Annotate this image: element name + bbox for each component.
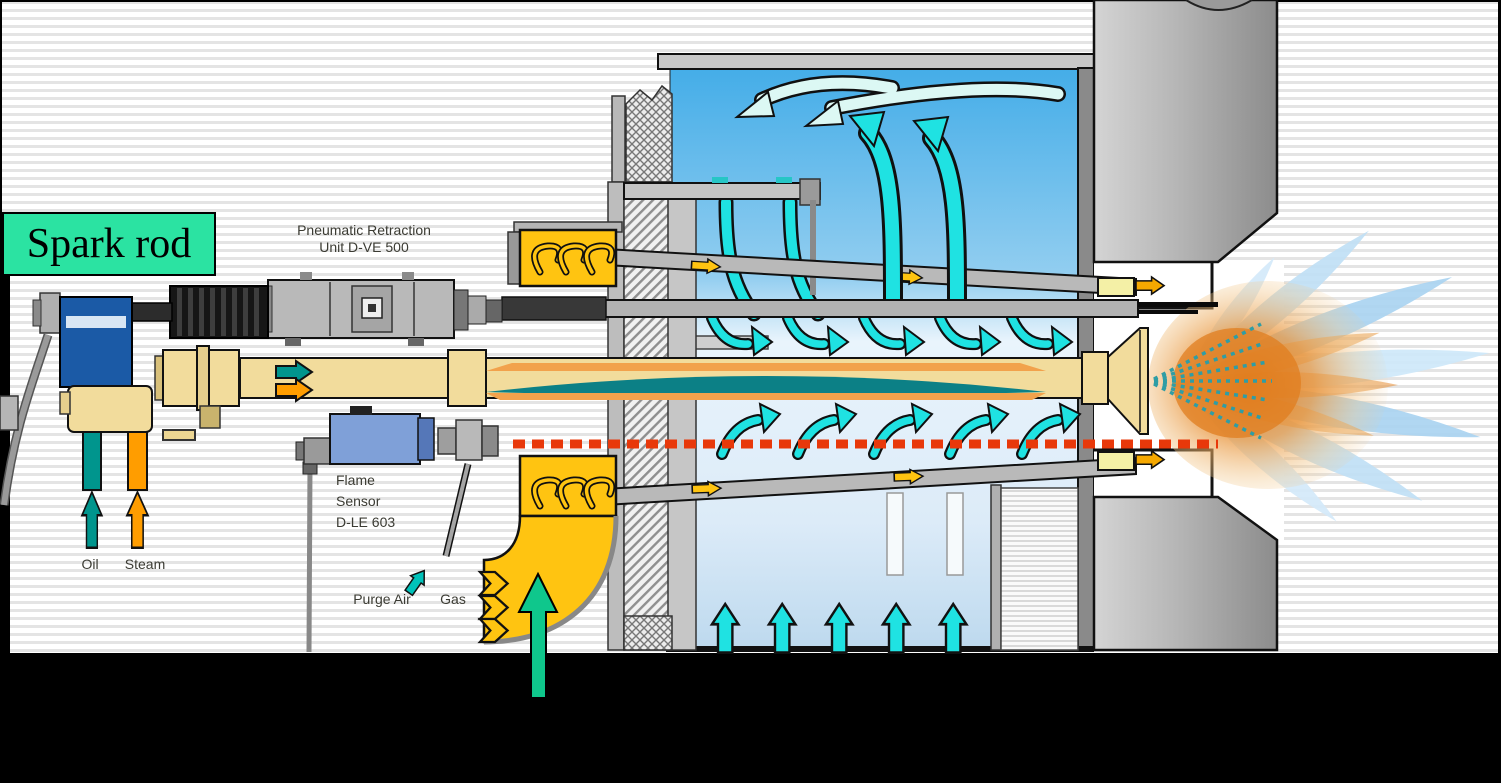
fuel-spray-rays [1153, 322, 1272, 440]
spark-rod-assembly [0, 272, 1218, 506]
spark-rod-guide-tube [603, 299, 1139, 318]
steam-supply-pipe [127, 431, 148, 491]
atomizer-nozzle [1107, 327, 1149, 435]
flame-sensor-label: Flame Sensor D-LE 603 [336, 472, 396, 530]
gas-spud-upper [1097, 277, 1135, 297]
recirculation-arrows [734, 75, 1066, 128]
valve-handle [162, 429, 196, 441]
retraction-unit-label: Pneumatic Retraction Unit D-VE 500 [297, 222, 431, 255]
spark-rod-callout: Spark rod [2, 212, 216, 276]
steam-annulus [486, 363, 1046, 371]
damper-slat [946, 492, 964, 576]
swirl-arrows-upper [706, 312, 1074, 357]
flame [1148, 220, 1491, 531]
igniter-label-band [66, 316, 126, 328]
swirl-arrows-lower [716, 402, 1082, 460]
pneumatic-retraction-unit [261, 272, 503, 346]
spark-electrode [1138, 302, 1218, 307]
igniter-transformer [32, 292, 133, 388]
windbox-top-plate [657, 53, 1095, 70]
gas-spud-lower [1097, 451, 1135, 471]
gas-swirl-glyphs-upper [531, 242, 616, 276]
oil-steam-manifold [59, 385, 153, 550]
air-arrowhead [912, 115, 950, 154]
oil-label: Oil [81, 556, 99, 572]
gas-swirl-glyphs-lower [531, 476, 616, 510]
gas-lances [551, 244, 1165, 510]
oil-supply-pipe [82, 431, 102, 491]
sensor-cable [306, 463, 313, 653]
purge-air-label: Purge Air [353, 591, 411, 607]
insulation-block [625, 84, 673, 183]
green-pointer-arrow [517, 571, 559, 699]
spark-rod-callout-text: Spark rod [26, 221, 192, 267]
flame-sensor-assembly [295, 406, 499, 653]
air-register-louver [1000, 487, 1079, 651]
oil-gun [59, 327, 1149, 550]
gas-train [478, 221, 623, 645]
flame-sensor-body [329, 413, 421, 465]
furnace-wall-lower [1092, 495, 1279, 652]
damper-slat [886, 492, 904, 576]
steam-label: Steam [124, 556, 166, 572]
combustion-air-arrows [706, 75, 1082, 654]
air-arrowhead [848, 110, 886, 149]
gas-label: Gas [440, 591, 466, 607]
bellows [169, 285, 269, 339]
air-baffle-plate [623, 182, 821, 200]
furnace-wall-upper [1092, 0, 1279, 264]
oil-core [486, 376, 1046, 396]
